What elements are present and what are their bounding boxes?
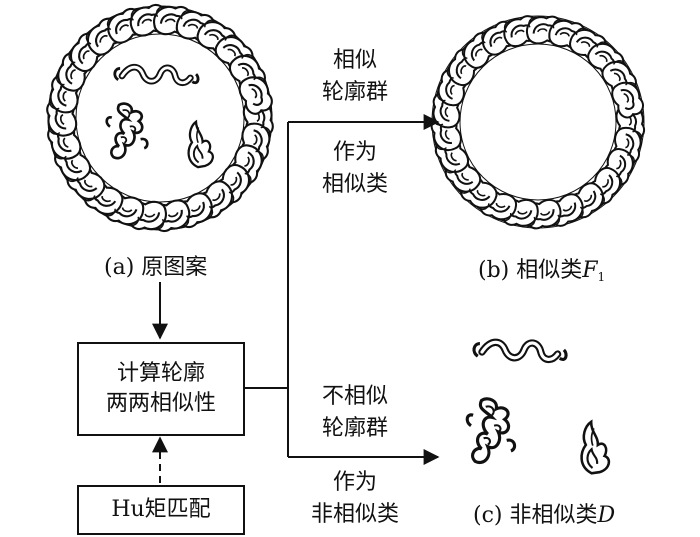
process-box: 计算轮廓 两两相似性 [77, 342, 245, 436]
original-pattern-figure [44, 2, 276, 234]
lower-branch-label-2: 作为 非相似类 [300, 470, 410, 528]
hu-moment-label: Hu矩匹配 [111, 497, 211, 522]
caption-b-symbol: F [582, 258, 598, 283]
ornamental-ring-icon [44, 2, 276, 234]
lower-branch-line3: 作为 [332, 470, 377, 495]
flame-motif-icon [575, 418, 612, 476]
caption-b-prefix: (b) 相似类 [478, 258, 583, 283]
caption-a: (a) 原图案 [104, 255, 208, 280]
upper-branch-line1: 相似 [332, 48, 377, 73]
ring-guide-line [459, 43, 617, 201]
ornamental-ring-icon [429, 13, 647, 231]
cloud-motif [236, 72, 276, 118]
scroll-motif-icon [474, 342, 566, 359]
flame-motif-icon [182, 118, 216, 170]
hu-moment-box: Hu矩匹配 [77, 485, 245, 535]
flow-connectors [152, 114, 440, 483]
lower-branch-line4: 非相似类 [310, 502, 399, 527]
non-similar-class-figure [465, 342, 612, 476]
upper-branch-line2: 轮廓群 [321, 80, 388, 105]
upper-branch-label-2: 作为 相似类 [300, 140, 410, 198]
lower-branch-line2: 轮廓群 [321, 416, 388, 441]
process-box-line2: 两两相似性 [105, 391, 216, 416]
caption-b-subscript: 1 [597, 270, 606, 284]
lower-branch-line1: 不相似 [321, 384, 388, 409]
upper-branch-label: 相似 轮廓群 [300, 48, 410, 106]
scroll-motif-icon [115, 67, 198, 83]
upper-branch-line4: 相似类 [321, 172, 388, 197]
caption-c-prefix: (c) 非相似类 [473, 503, 598, 528]
caption-c: (c) 非相似类D [473, 503, 615, 529]
process-box-line1: 计算轮廓 [116, 361, 205, 386]
lower-branch-label: 不相似 轮廓群 [300, 384, 410, 442]
caption-c-symbol: D [597, 503, 616, 528]
caption-b: (b) 相似类F1 [478, 258, 605, 290]
similar-class-figure [429, 13, 647, 231]
upper-branch-line3: 作为 [332, 140, 377, 165]
figure-motif-icon [465, 397, 517, 465]
figure-motif-icon [105, 102, 149, 160]
